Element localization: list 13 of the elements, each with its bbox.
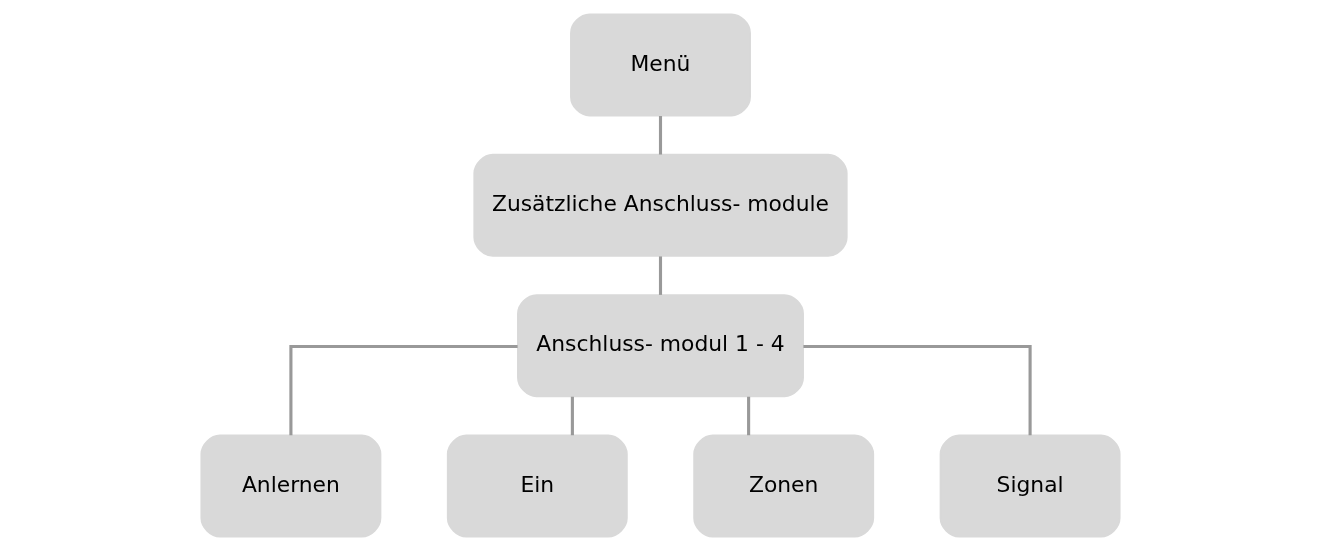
node-box: Anschluss- modul 1 - 4	[516, 294, 804, 398]
connector	[746, 396, 750, 436]
node-box: Ein	[446, 434, 628, 538]
node-box: Menü	[569, 13, 751, 117]
connector	[288, 344, 518, 436]
connector	[658, 256, 662, 295]
connector	[802, 344, 1032, 436]
connector	[570, 396, 574, 436]
node-box: Anlernen	[199, 434, 381, 538]
node-box: Signal	[939, 434, 1121, 538]
node-box: Zusätzliche Anschluss- module	[472, 153, 848, 257]
node-box: Zonen	[692, 434, 874, 538]
connector	[658, 116, 662, 155]
